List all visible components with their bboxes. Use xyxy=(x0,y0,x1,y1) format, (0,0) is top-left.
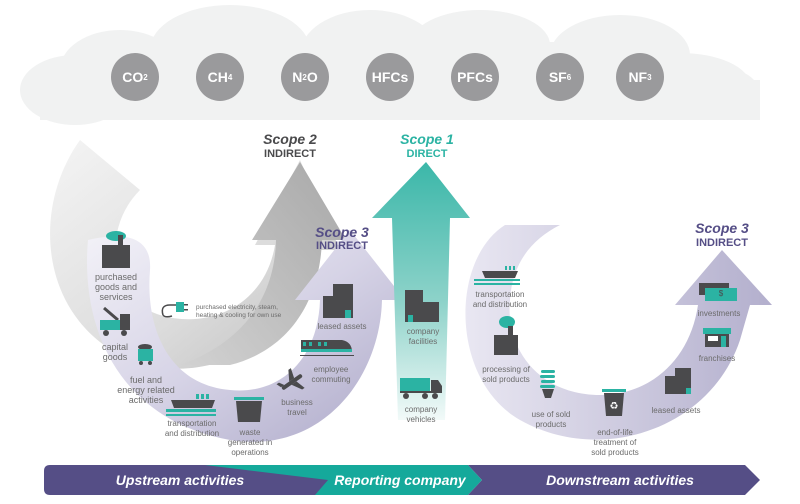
train-icon xyxy=(300,340,354,356)
gas-hfcs: HFCs xyxy=(366,53,414,101)
recycle-bin-icon: ♻ xyxy=(602,389,626,416)
airplane-icon xyxy=(276,368,305,390)
gas-label-suffix: O xyxy=(306,69,318,85)
gas-subscript: 2 xyxy=(143,72,148,82)
crane-truck-icon xyxy=(100,306,130,336)
downstream-building-icon xyxy=(665,368,691,394)
scope3-upstream-arc xyxy=(87,230,405,442)
label-business-travel: business travel xyxy=(281,398,313,417)
gas-label: HFCs xyxy=(371,69,409,85)
band-downstream-label: Downstream activities xyxy=(546,472,694,488)
activity-band xyxy=(44,465,760,495)
label-fuel-energy: fuel and energy related activities xyxy=(117,375,175,405)
coal-cart-icon xyxy=(138,344,153,365)
gas-label: CH xyxy=(207,69,228,85)
label-leased-assets-downstream: leased assets xyxy=(651,406,701,415)
label-waste: waste generated in operations xyxy=(227,428,273,457)
label-company-vehicles: company vehicles xyxy=(404,405,438,424)
scope3-downstream-title: Scope 3 xyxy=(695,220,749,236)
scope2-title: Scope 2 xyxy=(263,131,317,147)
band-reporting xyxy=(205,465,482,495)
truck-icon xyxy=(400,378,442,399)
label-company-facilities: company facilities xyxy=(406,327,440,346)
scope1-title: Scope 1 xyxy=(400,131,454,147)
label-processing: processing of sold products xyxy=(482,365,530,384)
factory-icon xyxy=(102,231,130,268)
label-franchises: franchises xyxy=(698,354,736,363)
money-icon xyxy=(699,283,737,301)
gas-subscript: 4 xyxy=(227,72,233,82)
svg-text:♻: ♻ xyxy=(610,401,619,412)
gas-label: PFCs xyxy=(457,69,493,85)
label-investments: investments xyxy=(697,309,741,318)
gas-pfcs: PFCs xyxy=(451,53,499,101)
label-end-of-life: end-of-life treatment of sold products xyxy=(591,428,639,457)
scope2-subtitle: INDIRECT xyxy=(264,148,316,160)
gas-subscript: 6 xyxy=(566,72,572,82)
light-bulb-icon xyxy=(540,370,555,398)
gas-label: CO xyxy=(122,69,144,85)
dollar-sign: $ xyxy=(718,289,724,298)
dumpster-icon xyxy=(234,397,264,422)
band-reporting-label: Reporting company xyxy=(334,472,466,488)
label-leased-assets-upstream: leased assets xyxy=(317,322,367,331)
gas-label: NF xyxy=(628,69,648,85)
scope2-arrow xyxy=(180,162,346,365)
scope3-upstream-subtitle: INDIRECT xyxy=(316,240,368,252)
scope3-upstream-title: Scope 3 xyxy=(315,224,369,240)
label-purchased-electricity: purchased electricity, steam, heating & … xyxy=(196,304,282,319)
company-building-icon xyxy=(405,290,439,322)
label-transportation-upstream: transportation and distribution xyxy=(164,419,220,438)
label-purchased-goods: purchased goods and services xyxy=(94,272,138,302)
store-icon xyxy=(703,328,731,347)
label-employee-commuting: employee commuting xyxy=(311,365,351,384)
scope1-subtitle: DIRECT xyxy=(406,148,448,160)
processing-factory-icon xyxy=(494,316,518,355)
gas-label: N xyxy=(292,69,303,85)
scope3-downstream-subtitle: INDIRECT xyxy=(696,237,748,249)
band-downstream xyxy=(468,465,760,495)
band-upstream-label: Upstream activities xyxy=(115,472,245,488)
ship-icon-downstream xyxy=(474,266,520,285)
building-icon xyxy=(323,284,353,318)
label-transportation-downstream: transportation and distribution xyxy=(472,290,528,309)
ship-icon xyxy=(166,394,216,416)
gas-subscript: 2 xyxy=(302,72,307,82)
label-capital-goods: capital goods xyxy=(101,342,128,362)
label-use-of-sold-products: use of sold products xyxy=(531,410,571,429)
band-upstream xyxy=(44,465,330,495)
plug-icon xyxy=(161,302,188,318)
gas-subscript: 3 xyxy=(647,72,652,82)
gas-label: SF xyxy=(548,69,567,85)
